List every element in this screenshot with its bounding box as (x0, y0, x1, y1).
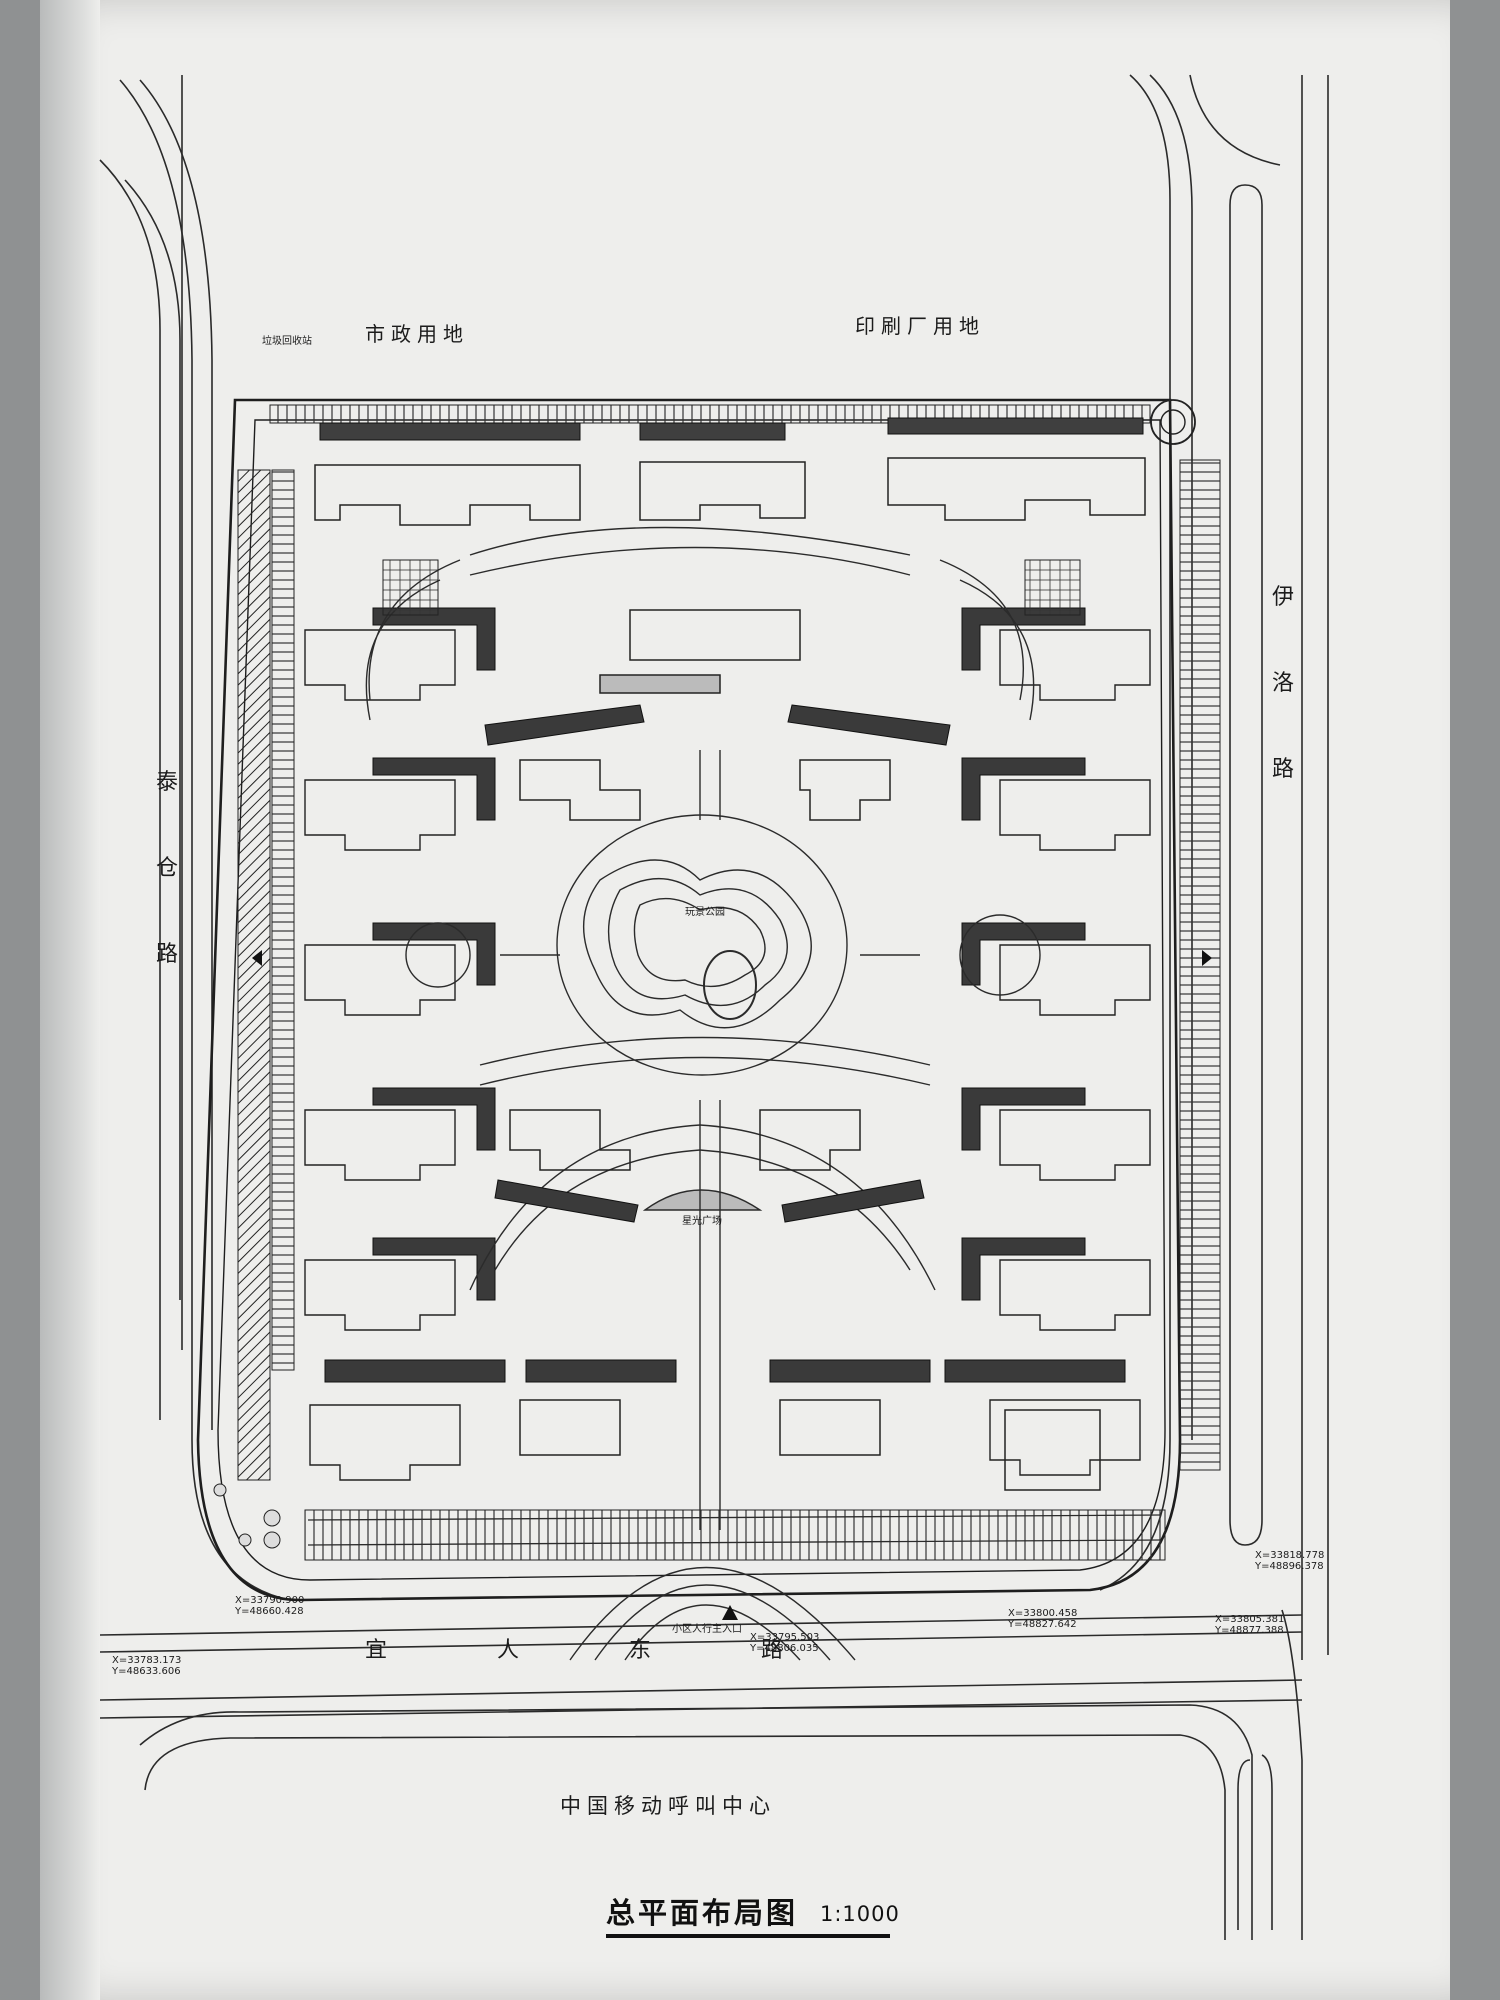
high-rise-slab (961, 1087, 1086, 1151)
high-rise-slab (372, 922, 496, 986)
high-rise-slab (372, 1087, 496, 1151)
residential-building (999, 1109, 1151, 1181)
high-rise-slab (372, 757, 496, 821)
label-road-right: 伊洛路 (1271, 585, 1294, 782)
label-square: 星光广场 (682, 1216, 722, 1227)
high-rise-slab (961, 922, 1086, 986)
residential-building (304, 944, 456, 1016)
binding-gutter (40, 0, 100, 2000)
residential-building (989, 1399, 1141, 1476)
residential-building (999, 944, 1151, 1016)
label-municipal-land: 市政用地 (365, 322, 469, 346)
label-recycle-station: 垃圾回收站 (262, 336, 312, 347)
residential-building (999, 779, 1151, 851)
residential-building (999, 629, 1151, 701)
high-rise-slab (961, 607, 1086, 671)
label-road-left: 泰仓路 (155, 770, 178, 967)
label-printing-land: 印刷厂用地 (855, 314, 985, 338)
label-central-park: 玩景公园 (685, 907, 725, 918)
drawing-scale: 1:1000 (820, 1902, 900, 1926)
residential-building (304, 629, 456, 701)
site-plan (99, 74, 1329, 1940)
drawing-sheet: 市政用地 印刷厂用地 垃圾回收站 泰仓路 伊洛路 宜人东路 小区人行主入口 中国… (40, 0, 1450, 2000)
label-china-mobile: 中国移动呼叫中心 (560, 1794, 776, 1818)
high-rise-slab (372, 1237, 496, 1301)
high-rise-slab (961, 1237, 1086, 1301)
label-road-bottom: 宜人东路 (365, 1638, 894, 1663)
high-rise-slab (372, 607, 496, 671)
residential-building (304, 779, 456, 851)
residential-building (304, 1259, 456, 1331)
drawing-title: 总平面布局图 (606, 1896, 799, 1930)
high-rise-slab (324, 1359, 506, 1383)
residential-building (999, 1259, 1151, 1331)
residential-building (309, 1404, 461, 1481)
label-main-entrance: 小区人行主入口 (672, 1624, 742, 1635)
title-underline (606, 1934, 890, 1938)
high-rise-slab (961, 757, 1086, 821)
residential-building (304, 1109, 456, 1181)
high-rise-slab (944, 1359, 1126, 1383)
